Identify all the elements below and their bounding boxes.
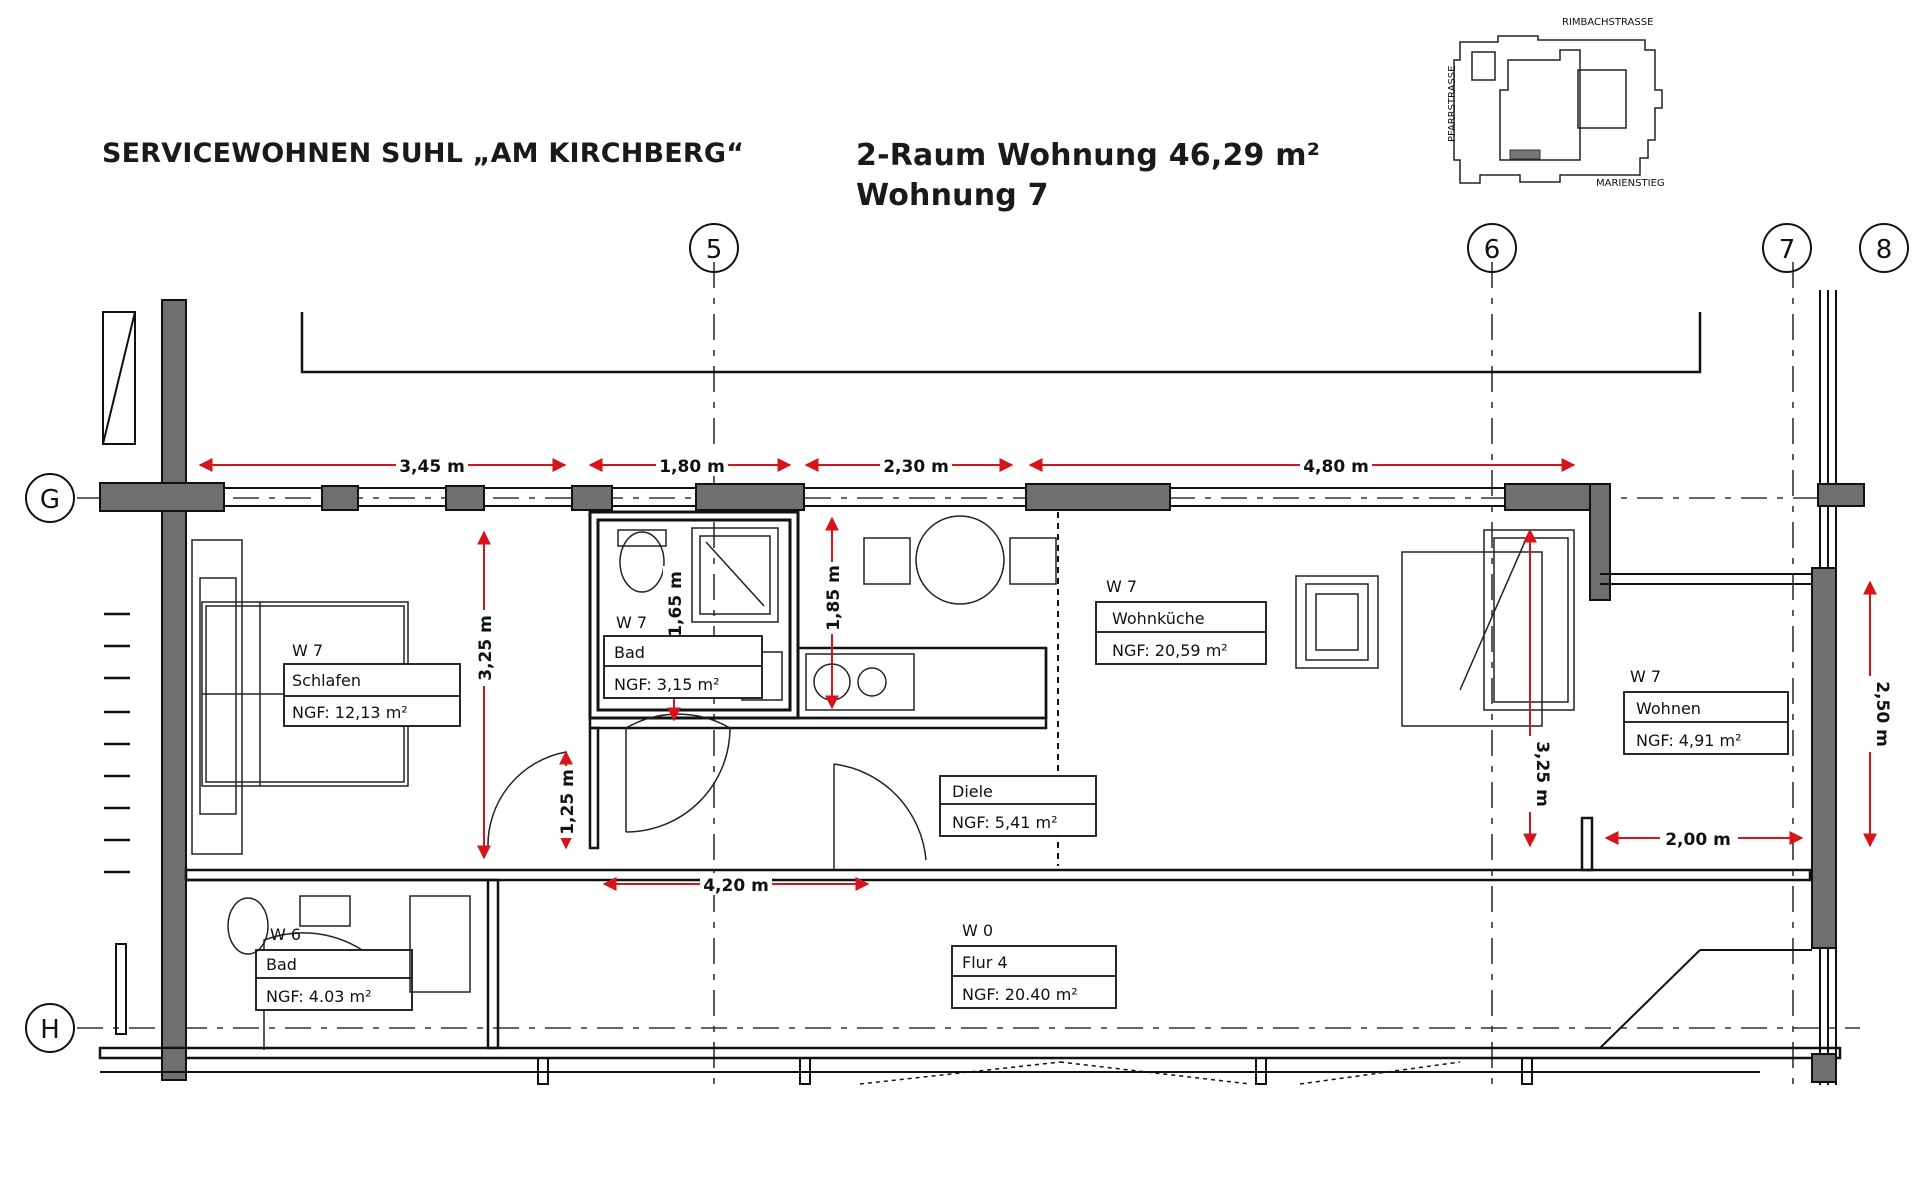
axis-G-label: G [40,485,60,515]
axis-7-label: 7 [1779,235,1796,265]
bad7-area: NGF: 3,15 m² [614,675,720,694]
dim-200: 2,00 m [1665,830,1731,850]
dim-325-a: 3,25 m [476,615,496,681]
wohnkueche-area: NGF: 20,59 m² [1112,641,1228,660]
axis-6-bubble [1467,223,1517,273]
dim-345: 3,45 m [399,457,465,477]
plan-title: SERVICEWOHNEN SUHL „AM KIRCHBERG“ [102,138,745,169]
dim-325-b: 3,25 m [1532,741,1552,807]
schlafen-area: NGF: 12,13 m² [292,703,408,722]
bad6-unit: W 6 [270,925,301,944]
site-map: RIMBACHSTRASSE MARIENSTIEG PFARRSTRASSE [1447,17,1665,189]
schlafen-unit: W 7 [292,641,323,660]
dimensions: 3,45 m 1,80 m 2,30 m 4,80 m 3,25 m 1,65 … [198,454,1892,896]
bad7-unit: W 7 [616,613,647,632]
dim-165: 1,65 m [666,571,686,637]
bad7-name: Bad [614,643,645,662]
grid-lines [77,262,1860,1085]
street-north-label: RIMBACHSTRASSE [1562,17,1653,28]
grid-bubbles: 5 6 7 8 G H [25,223,1909,1053]
wohnkueche-unit: W 7 [1106,577,1137,596]
schlafen-name: Schlafen [292,671,361,690]
diele-area: NGF: 5,41 m² [952,813,1058,832]
street-west-label: PFARRSTRASSE [1447,66,1458,142]
dim-230: 2,30 m [883,457,949,477]
apartment-size: 2-Raum Wohnung 46,29 m² [856,138,1321,173]
room-labels: W 7 Schlafen NGF: 12,13 m² W 7 Bad NGF: … [227,577,1789,1011]
axis-H-bubble [25,1003,75,1053]
dim-480: 4,80 m [1303,457,1369,477]
upper-outline [300,312,1702,374]
axis-8-bubble [1859,223,1909,273]
axis-7-bubble [1762,223,1812,273]
stair-left [102,311,136,445]
axis-8-label: 8 [1876,235,1893,265]
wohnen-unit: W 7 [1630,667,1661,686]
bad6-area: NGF: 4.03 m² [266,987,372,1006]
axis-H-label: H [40,1015,60,1045]
flur-area: NGF: 20.40 m² [962,985,1078,1004]
dim-250: 2,50 m [1872,681,1892,747]
dim-420: 4,20 m [703,876,769,896]
dim-125: 1,25 m [558,769,578,835]
axis-5-bubble [689,223,739,273]
axis-6-label: 6 [1484,235,1501,265]
dim-185: 1,85 m [824,565,844,631]
street-south-label: MARIENSTIEG [1596,178,1665,189]
wohnen-area: NGF: 4,91 m² [1636,731,1742,750]
axis-G-bubble [25,473,75,523]
wohnen-name: Wohnen [1636,699,1701,718]
apartment-number: Wohnung 7 [856,178,1049,213]
bottom-facade [100,943,1812,1085]
wohnkueche-name: Wohnküche [1112,609,1205,628]
walls [98,299,1865,1083]
bad6-name: Bad [266,955,297,974]
flur-unit: W 0 [962,921,993,940]
diele-name: Diele [952,782,993,801]
dim-180: 1,80 m [659,457,725,477]
axis-5-label: 5 [706,235,723,265]
flur-name: Flur 4 [962,953,1008,972]
